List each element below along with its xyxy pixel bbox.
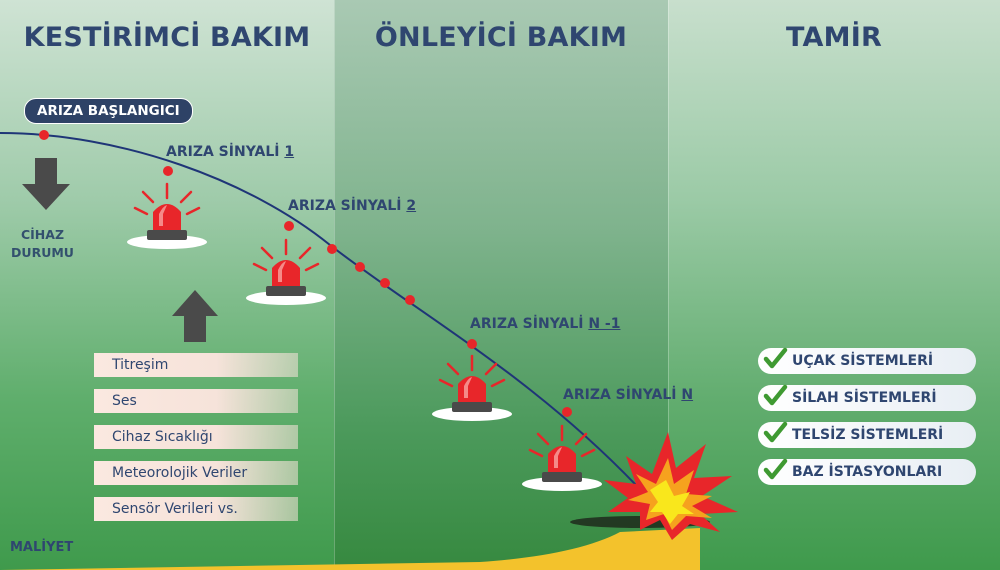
signal-label-2: ARIZA SİNYALİ 2 — [288, 198, 417, 214]
divider — [334, 0, 335, 570]
system-item: BAZ İSTASYONLARI — [758, 458, 976, 485]
siren-icon — [125, 182, 209, 251]
divider — [668, 0, 669, 570]
failure-onset-badge: ARIZA BAŞLANGICI — [24, 98, 193, 124]
signal-dot — [380, 278, 390, 288]
signal-dot — [467, 339, 477, 349]
system-label: SİLAH SİSTEMLERİ — [792, 390, 937, 406]
signal-dot — [405, 295, 415, 305]
signal-dots — [39, 130, 572, 417]
parameter-item: Cihaz Sıcaklığı — [94, 425, 298, 449]
preventive-heading: ÖNLEYİCİ BAKIM — [374, 22, 628, 53]
system-item: TELSİZ SİSTEMLERİ — [758, 421, 976, 448]
signal-dot — [355, 262, 365, 272]
up-arrow-icon — [172, 290, 218, 342]
repair-heading: TAMİR — [786, 22, 882, 53]
signal-label-1: ARIZA SİNYALİ 1 — [166, 144, 295, 160]
signal-label-n: ARIZA SİNYALİ N — [563, 387, 694, 403]
system-label: BAZ İSTASYONLARI — [792, 464, 943, 480]
siren-icon — [244, 238, 328, 307]
siren-icon — [520, 424, 604, 493]
cost-label: MALİYET — [10, 540, 74, 555]
system-item: SİLAH SİSTEMLERİ — [758, 384, 976, 411]
parameter-item: Titreşim — [94, 353, 298, 377]
preventive-panel — [334, 0, 668, 570]
system-label: UÇAK SİSTEMLERİ — [792, 353, 934, 369]
signal-label-n-1: ARIZA SİNYALİ N -1 — [470, 316, 621, 332]
device-state-label: CİHAZ DURUMU — [11, 227, 74, 260]
predictive-heading: KESTİRİMCİ BAKIM — [23, 22, 311, 53]
signal-dot — [562, 407, 572, 417]
system-label: TELSİZ SİSTEMLERİ — [792, 427, 944, 443]
parameter-item: Meteorolojik Veriler — [94, 461, 298, 485]
check-icon — [763, 384, 788, 406]
check-icon — [763, 421, 788, 443]
cost-area — [0, 528, 700, 570]
explosion-icon — [604, 432, 738, 540]
down-arrow-icon — [22, 158, 70, 210]
signal-dot — [284, 221, 294, 231]
system-item: UÇAK SİSTEMLERİ — [758, 347, 976, 374]
parameter-item: Sensör Verileri vs. — [94, 497, 298, 521]
parameter-item: Ses — [94, 389, 298, 413]
signal-dot — [163, 166, 173, 176]
check-icon — [763, 458, 788, 480]
signal-dot — [327, 244, 337, 254]
signal-dot — [39, 130, 49, 140]
check-icon — [763, 347, 788, 369]
